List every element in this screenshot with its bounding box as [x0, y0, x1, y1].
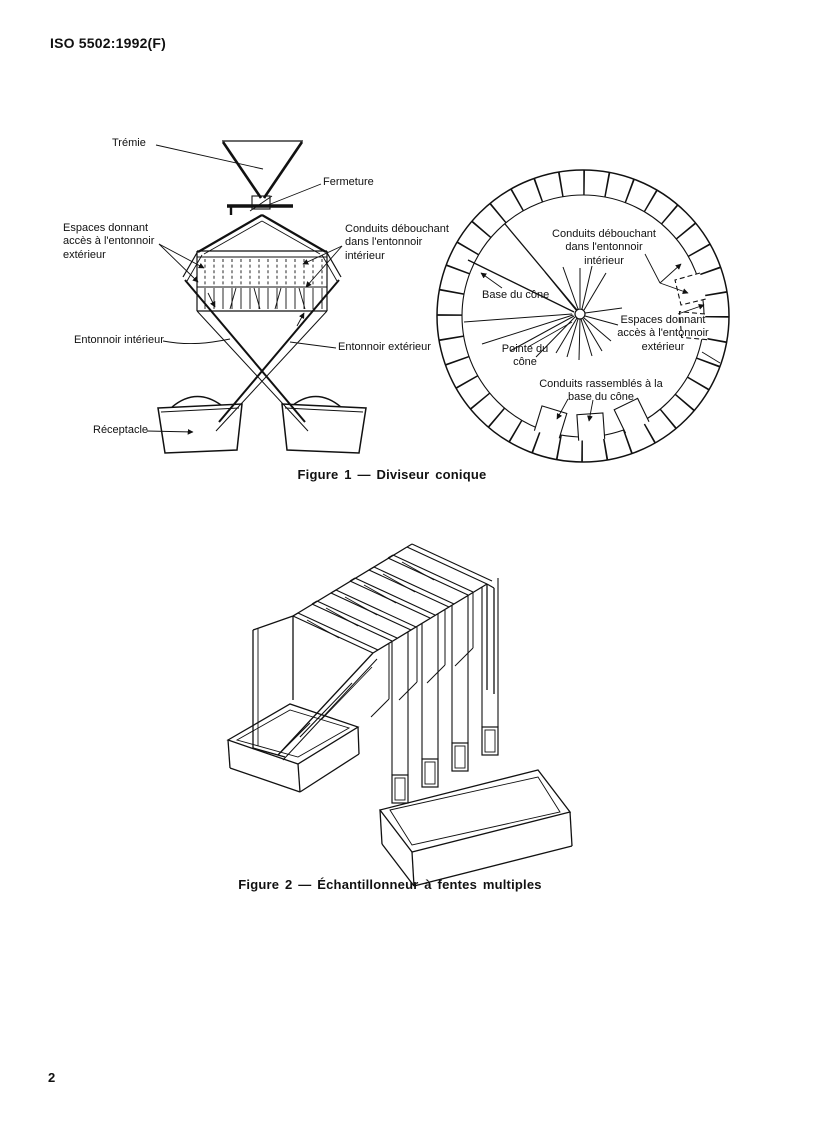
label-fermeture: Fermeture	[323, 176, 374, 188]
figure1-top-view-drawing	[436, 169, 730, 463]
figure2-drawing	[226, 543, 573, 887]
label-conduits-debouchant: Conduits débouchant dans l'entonnoir int…	[345, 223, 449, 262]
label-receptacle: Réceptacle	[93, 424, 149, 436]
figure1-section-view-drawing	[146, 140, 367, 454]
label-topview-conduits-debouchant: Conduits débouchant dans l'entonnoir int…	[552, 228, 656, 267]
label-espaces-acces-exterieur: Espaces donnant accès à l'entonnoir exté…	[63, 222, 155, 261]
label-entonnoir-interieur: Entonnoir intérieur	[74, 334, 164, 346]
page-number: 2	[48, 1070, 56, 1085]
label-entonnoir-exterieur: Entonnoir extérieur	[338, 341, 431, 353]
label-topview-espaces: Espaces donnant accès à l'entonnoir exté…	[617, 314, 709, 353]
label-base-du-cone: Base du cône	[482, 289, 550, 301]
page-header: ISO 5502:1992(F)	[50, 35, 167, 51]
figure1-caption: Figure 1 — Diviseur conique	[297, 467, 487, 482]
label-tremie: Trémie	[112, 137, 146, 149]
label-conduits-rassembles: Conduits rassemblés à la base du cône	[539, 378, 663, 404]
figure2-caption: Figure 2 — Échantillonneur à fentes mult…	[238, 877, 542, 892]
label-pointe-du-cone: Pointe du cône	[501, 343, 549, 369]
